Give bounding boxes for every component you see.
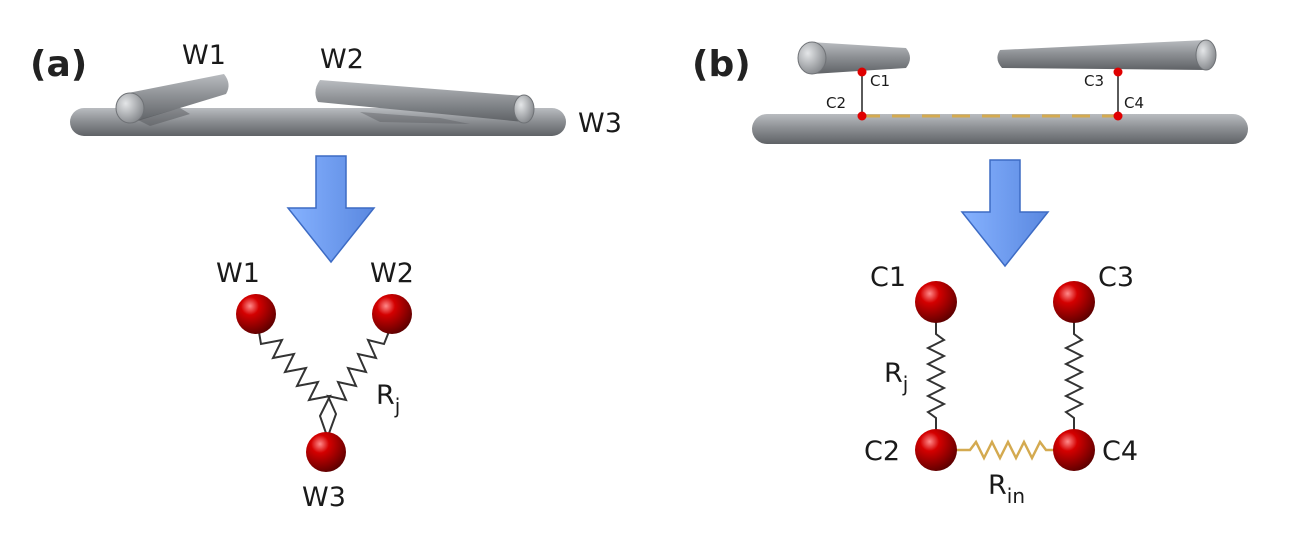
wire-w1 [115, 74, 229, 126]
wire-w2 [315, 80, 535, 124]
contact-c2-dot [857, 111, 867, 121]
spring-w1-w3 [257, 325, 332, 437]
node-c3-label: C3 [1098, 262, 1134, 293]
panel-a: (a) W1 W2 W3 W1 W2 W3 Rj [30, 40, 622, 513]
wire-top-left [797, 41, 910, 75]
contact-c4-label: C4 [1124, 94, 1144, 112]
node-w1-label: W1 [216, 258, 260, 289]
contact-c1-dot [857, 67, 867, 77]
contact-c3-label: C3 [1084, 72, 1104, 90]
wire-w1-label: W1 [182, 40, 226, 71]
wire-w2-label: W2 [320, 44, 364, 75]
panel-a-label: (a) [30, 44, 87, 85]
spring-label-rj: Rj [884, 358, 908, 396]
contact-c4-dot [1113, 111, 1123, 121]
contact-c1-label: C1 [870, 72, 890, 90]
node-c1-label: C1 [870, 262, 906, 293]
wire-w3 [70, 108, 566, 136]
panel-b: (b) C1 C2 C3 C4 [692, 39, 1248, 508]
spring-label-rin: Rin [988, 470, 1025, 508]
arrow-down-icon [286, 155, 376, 264]
wire-w3-label: W3 [578, 108, 622, 139]
wire-top-right [997, 39, 1217, 71]
arrow-down-icon [960, 159, 1050, 268]
node-w3-label: W3 [302, 482, 346, 513]
wire-bottom [752, 114, 1248, 144]
spring-c1-c2 [925, 320, 947, 434]
spring-c3-c4 [1063, 320, 1085, 434]
spring-w2-w3 [326, 323, 393, 437]
contact-c3-dot [1113, 67, 1123, 77]
spring-c2-c4 [956, 439, 1056, 461]
node-c3 [1053, 281, 1095, 323]
node-w2-label: W2 [370, 258, 414, 289]
node-c1 [915, 281, 957, 323]
node-w3 [306, 432, 346, 472]
node-c2-label: C2 [864, 436, 900, 467]
panel-b-label: (b) [692, 44, 751, 85]
node-c4 [1053, 429, 1095, 471]
node-w1 [236, 294, 276, 334]
node-c2 [915, 429, 957, 471]
node-c4-label: C4 [1102, 436, 1138, 467]
spring-label-rj: Rj [376, 380, 400, 418]
node-w2 [372, 294, 412, 334]
contact-c2-label: C2 [826, 94, 846, 112]
